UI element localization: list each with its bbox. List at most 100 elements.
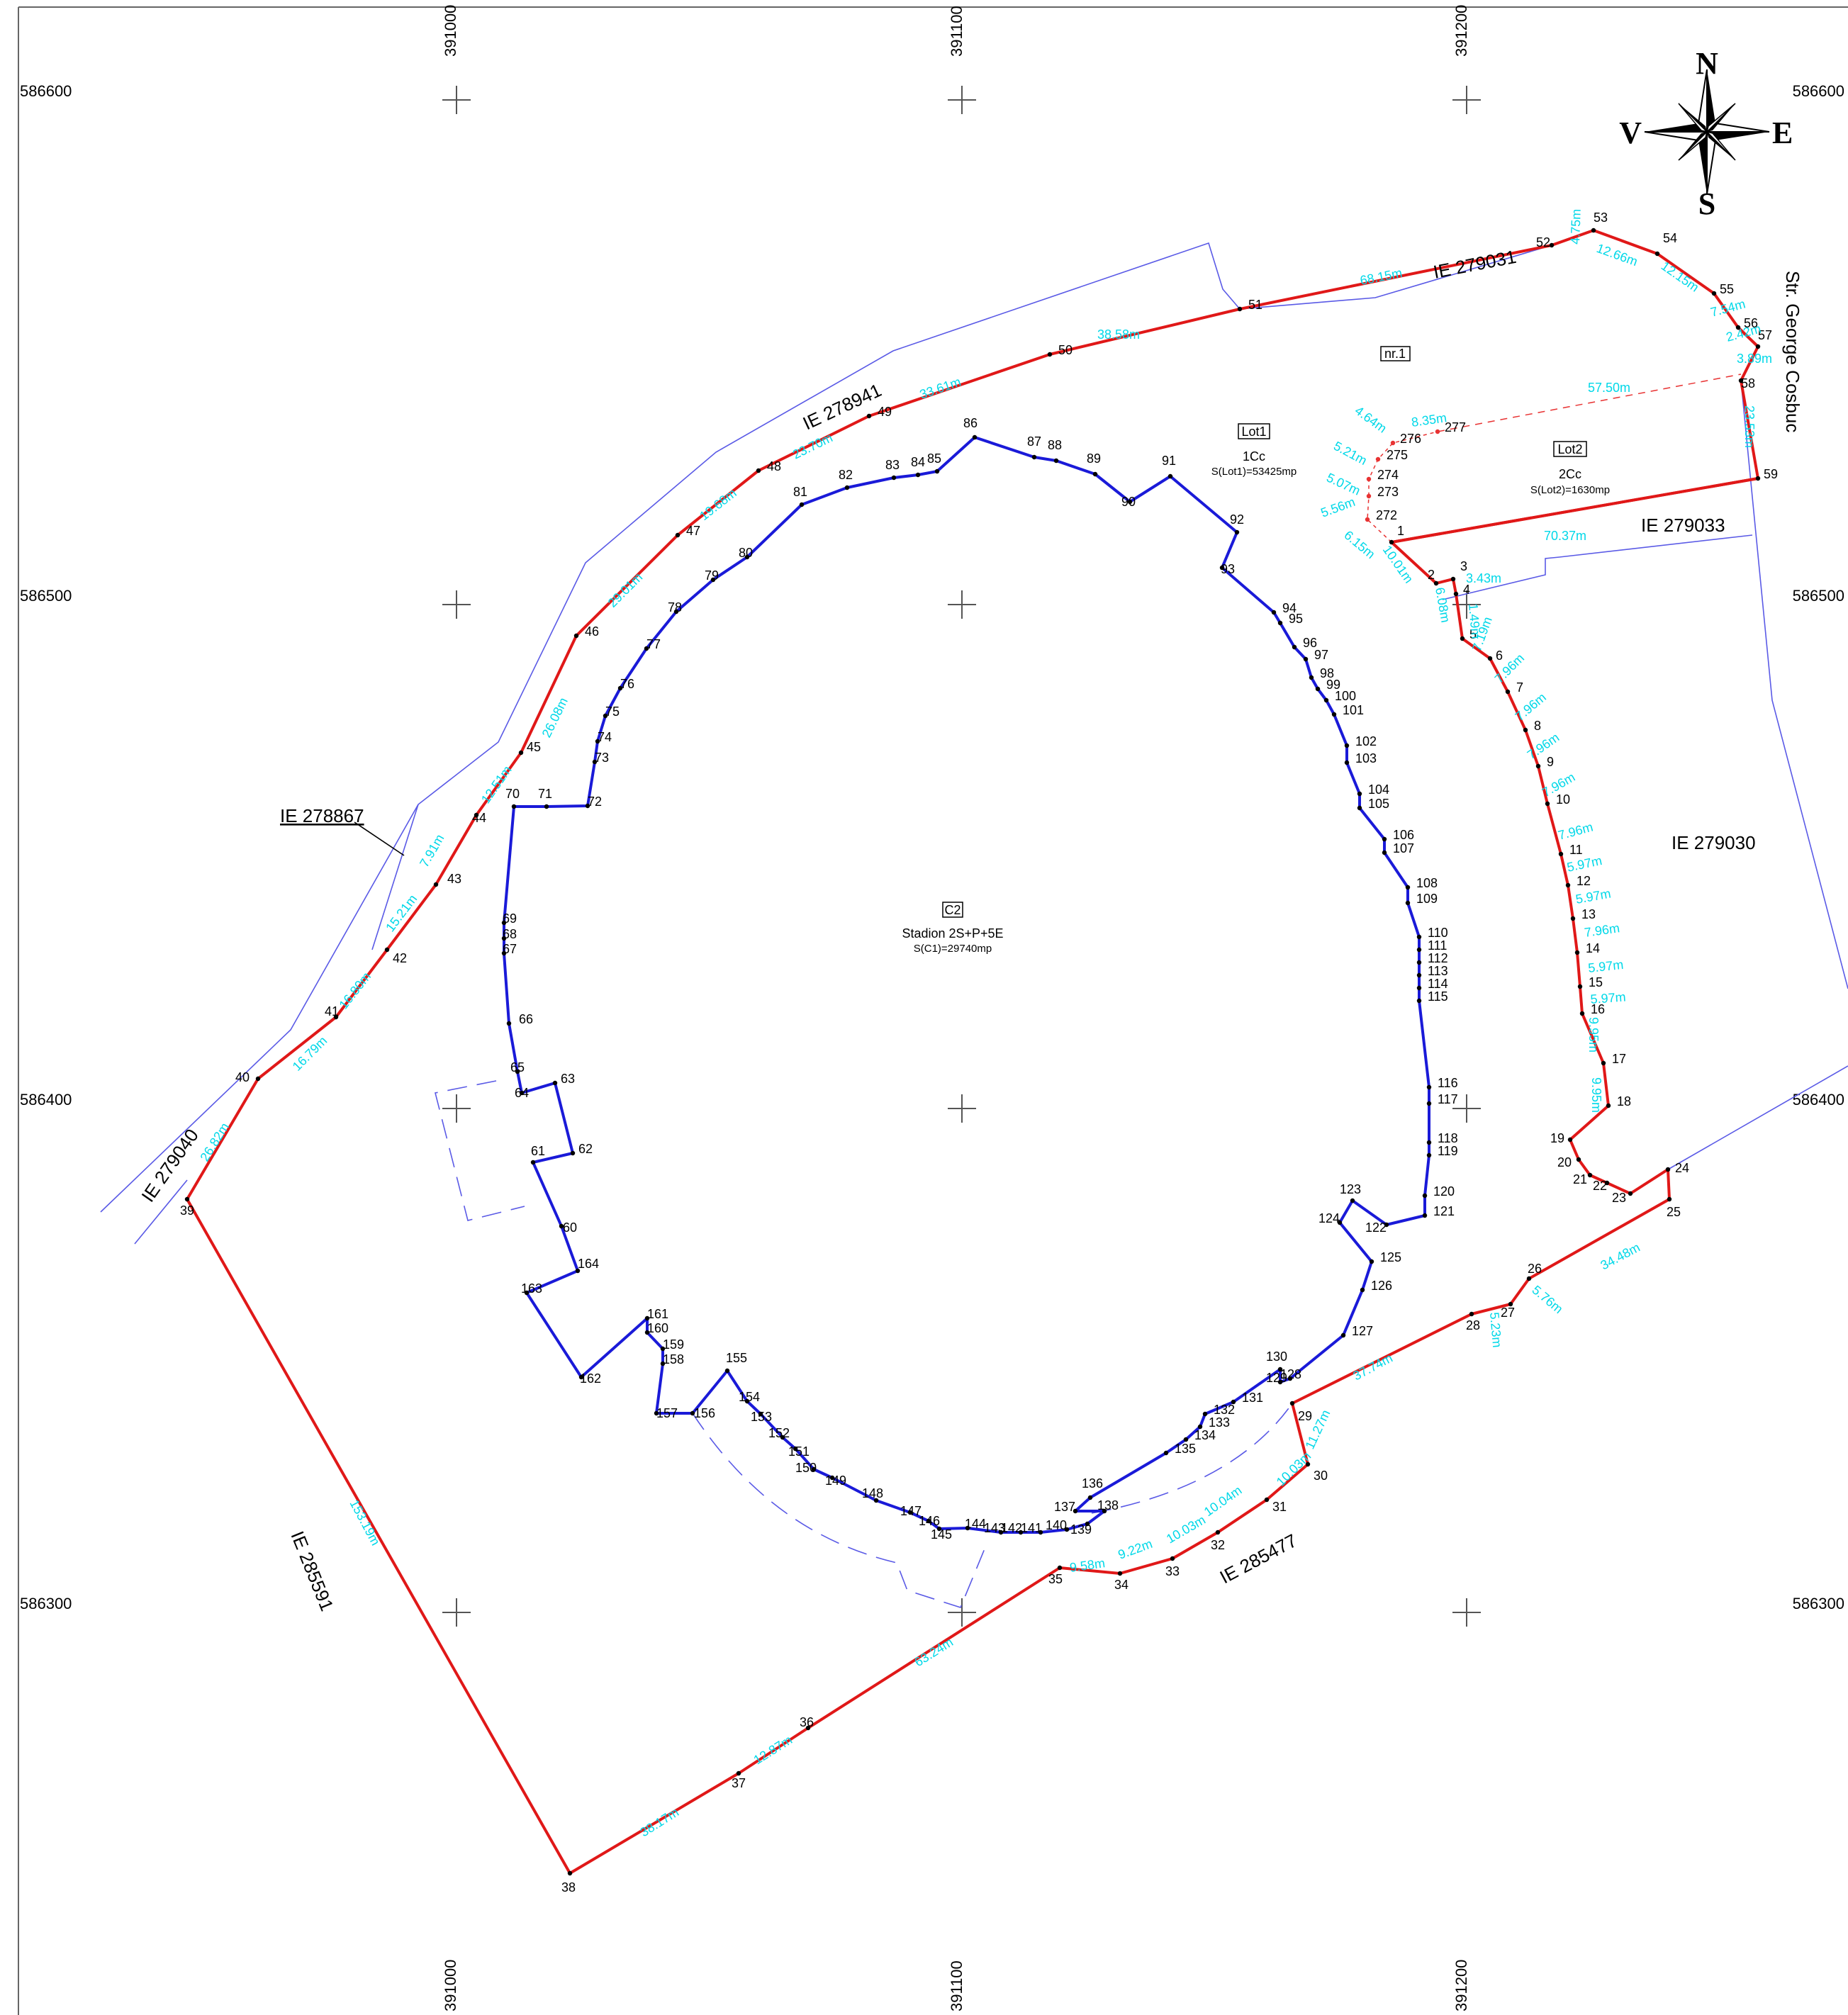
- distance-14-15: 5.97m: [1587, 958, 1624, 975]
- stadium-point-label-80: 80: [739, 546, 753, 560]
- stadium-point-label-147: 147: [900, 1504, 922, 1518]
- stadium-point-label-63: 63: [561, 1072, 575, 1086]
- stadium-point-label-154: 154: [739, 1390, 760, 1404]
- boundary-point-label-41: 41: [325, 1004, 339, 1018]
- stadium-point-label-76: 76: [620, 677, 634, 691]
- stadium-vertex-69: [501, 920, 507, 926]
- grid-x-label-391000-top: 391000: [442, 5, 459, 57]
- stadium-vertex-163: [524, 1290, 530, 1296]
- building-c2-title: C2: [944, 903, 961, 917]
- boundary-point-label-35: 35: [1048, 1572, 1063, 1586]
- stadium-vertex-99: [1315, 686, 1321, 692]
- boundary-point-label-13: 13: [1581, 907, 1596, 921]
- stadium-vertex-105: [1357, 805, 1362, 811]
- stadium-point-label-96: 96: [1303, 636, 1317, 650]
- boundary-vertex-48: [756, 468, 761, 473]
- boundary-vertex-52: [1549, 242, 1555, 248]
- boundary-vertex-32: [1215, 1530, 1221, 1535]
- stadium-vertex-60: [559, 1223, 564, 1229]
- boundary-point-label-42: 42: [393, 951, 407, 965]
- stadium-point-label-132: 132: [1214, 1403, 1235, 1417]
- boundary-vertex-50: [1047, 352, 1053, 357]
- lot-point-label-276: 276: [1400, 432, 1421, 446]
- ie-278867-leader: [354, 821, 405, 856]
- stadium-vertex-80: [744, 554, 750, 560]
- boundary-vertex-41: [333, 1014, 339, 1020]
- stadium-point-label-60: 60: [563, 1220, 577, 1235]
- distance-58-59: 23.53m: [1742, 405, 1757, 448]
- boundary-vertex-29: [1289, 1401, 1295, 1406]
- distance-50-51: 38.58m: [1097, 327, 1140, 342]
- lot-vertex-272: [1365, 517, 1370, 522]
- stadium-point-label-106: 106: [1393, 828, 1414, 842]
- distance-273-272: 5.56m: [1319, 495, 1357, 520]
- stadium-point-label-148: 148: [862, 1486, 883, 1500]
- map-frame: [18, 6, 1848, 2015]
- boundary-vertex-45: [518, 750, 524, 756]
- lot-labels: nr.1 Lot1 1Cc S(Lot1)=53425mp Lot2 2Cc S…: [902, 346, 1610, 955]
- boundary-point-label-6: 6: [1496, 649, 1503, 663]
- lot-vertices: [1365, 429, 1440, 522]
- lot2-title: Lot2: [1557, 442, 1582, 456]
- boundary-point-label-37: 37: [732, 1776, 746, 1790]
- boundary-vertices: [184, 228, 1761, 1876]
- stadium-point-label-95: 95: [1289, 612, 1303, 626]
- stadium-vertex-147: [907, 1510, 913, 1515]
- grid-x-label-391200-top: 391200: [1452, 5, 1470, 57]
- stadium-point-label-140: 140: [1046, 1518, 1067, 1532]
- boundary-vertex-22: [1604, 1180, 1610, 1186]
- stadium-vertex-89: [1092, 471, 1098, 477]
- stadium-point-label-72: 72: [588, 795, 602, 809]
- stadium-vertex-73: [592, 759, 598, 765]
- boundary-point-label-14: 14: [1586, 941, 1600, 955]
- stadium-vertex-159: [660, 1346, 666, 1352]
- stadium-vertex-135: [1163, 1450, 1169, 1456]
- boundary-vertex-9: [1535, 763, 1541, 769]
- stadium-point-label-131: 131: [1242, 1391, 1263, 1405]
- stadium-point-label-93: 93: [1221, 562, 1235, 576]
- stadium-point-label-152: 152: [768, 1426, 790, 1440]
- boundary-point-label-39: 39: [180, 1203, 194, 1218]
- boundary-vertex-55: [1711, 291, 1717, 296]
- parcel-label-ie-285591: IE 285591: [286, 1528, 337, 1614]
- stadium-point-label-62: 62: [578, 1142, 593, 1156]
- boundary-vertex-51: [1237, 306, 1243, 312]
- stadium-vertex-94: [1271, 610, 1277, 615]
- stadium-point-label-159: 159: [663, 1337, 684, 1352]
- stadium-point-label-129: 129: [1266, 1371, 1287, 1385]
- stadium-vertex-123: [1350, 1198, 1355, 1203]
- compass-star-icon: [1644, 69, 1770, 195]
- boundary-point-label-19: 19: [1550, 1131, 1564, 1145]
- parcel-label-ie-278867: IE 278867: [280, 805, 364, 826]
- boundary-point-label-58: 58: [1741, 376, 1755, 391]
- distance-labels: 26.82m 16.79m 16.80m 15.21m 7.91m 12.51m…: [197, 208, 1772, 1839]
- lot-split-dashed-line: [1437, 374, 1742, 432]
- boundary-vertex-14: [1574, 950, 1580, 955]
- stadium-vertex-145: [936, 1526, 942, 1532]
- building-outline-dashed-right: [1091, 1403, 1293, 1514]
- stadium-point-label-155: 155: [726, 1351, 747, 1365]
- boundary-point-label-11: 11: [1569, 843, 1583, 857]
- stadium-vertex-127: [1340, 1332, 1346, 1338]
- stadium-point-label-113: 113: [1428, 964, 1448, 978]
- boundary-vertex-40: [255, 1076, 261, 1082]
- stadium-vertex-152: [780, 1435, 785, 1440]
- stadium-vertex-148: [873, 1498, 879, 1503]
- stadium-point-label-69: 69: [503, 911, 517, 926]
- stadium-point-label-91: 91: [1162, 454, 1176, 468]
- stadium-point-label-141: 141: [1021, 1521, 1042, 1535]
- distance-38-39: 153.19m: [347, 1497, 383, 1547]
- stadium-point-label-108: 108: [1416, 876, 1438, 890]
- stadium-vertex-141: [1038, 1530, 1043, 1535]
- boundary-vertex-10: [1545, 801, 1550, 807]
- boundary-point-label-29: 29: [1298, 1409, 1312, 1423]
- distance-12-13: 5.97m: [1574, 887, 1612, 907]
- grid-y-label-586400-left: 586400: [20, 1091, 72, 1108]
- distance-49-50: 33.61m: [918, 374, 963, 401]
- grid-labels: 391000 391100 391200 391000 391100 39120…: [20, 5, 1844, 2011]
- stadium-vertex-95: [1277, 620, 1283, 626]
- boundary-vertex-5: [1460, 636, 1465, 641]
- boundary-point-label-50: 50: [1058, 343, 1073, 357]
